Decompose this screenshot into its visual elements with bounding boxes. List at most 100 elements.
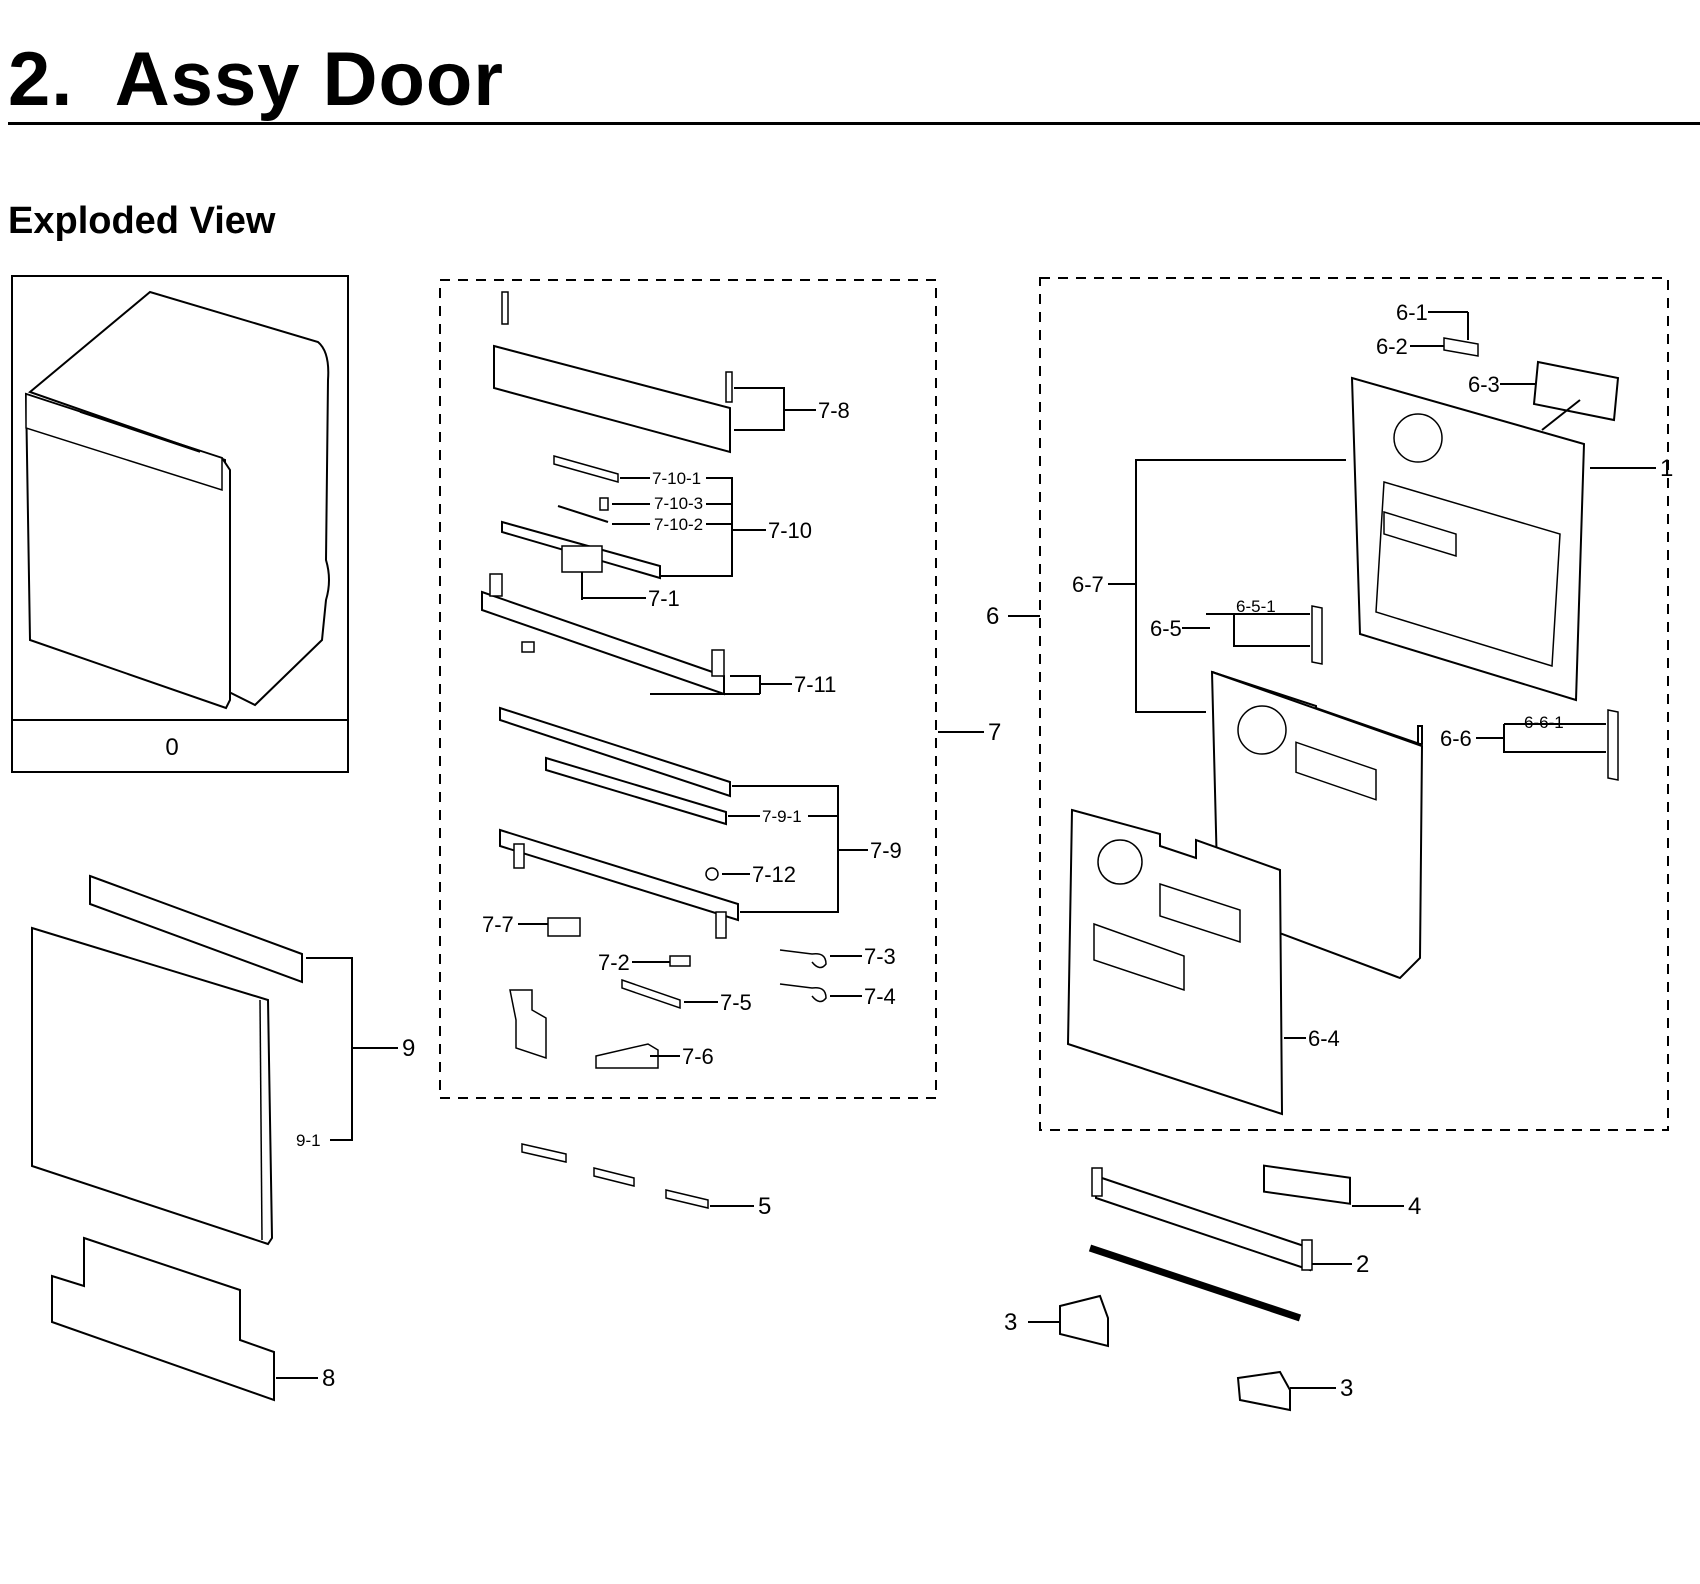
label-3-right: 3 bbox=[1340, 1375, 1353, 1402]
part-7-6 bbox=[595, 1043, 659, 1069]
assembly-frame bbox=[11, 275, 349, 773]
part-7-11-frame bbox=[481, 590, 725, 696]
part-8-insulation bbox=[51, 1236, 275, 1402]
part-7-8-clip-left bbox=[501, 291, 509, 325]
part-6-6-1-hinge bbox=[1607, 709, 1619, 781]
part-6-5-1-hinge bbox=[1311, 605, 1323, 665]
label-0: 0 bbox=[165, 734, 178, 761]
insulation-back-cutout bbox=[1295, 741, 1377, 801]
insulation-cutout-2 bbox=[1093, 922, 1185, 992]
label-3-left: 3 bbox=[1004, 1309, 1017, 1336]
label-4: 4 bbox=[1408, 1193, 1421, 1220]
control-panel-buttons bbox=[79, 411, 201, 453]
part-3-cap-left bbox=[1059, 1294, 1109, 1348]
dishwasher-tub bbox=[28, 290, 330, 707]
label-6-4: 6-4 bbox=[1308, 1026, 1340, 1051]
part-7-1-module bbox=[561, 545, 603, 573]
title-underline bbox=[8, 122, 1700, 125]
door-edge bbox=[259, 999, 263, 1241]
part-7-9-frame-tab bbox=[513, 843, 525, 869]
label-8: 8 bbox=[322, 1365, 335, 1392]
bottom-parts-group: 4 2 3 3 bbox=[1004, 1164, 1421, 1412]
part-7-11-tab-left bbox=[489, 573, 503, 597]
label-6-5: 6-5 bbox=[1150, 616, 1182, 641]
insulation-cutout-1 bbox=[1159, 882, 1241, 944]
part-2-endcap-left bbox=[1091, 1167, 1103, 1197]
label-9-1: 9-1 bbox=[296, 1131, 321, 1150]
part-2-endcap-right bbox=[1301, 1239, 1313, 1271]
part-3-cap-right bbox=[1236, 1370, 1291, 1412]
part-7-9-strip bbox=[499, 706, 731, 798]
leader-6-5-bracket bbox=[1206, 613, 1310, 647]
part-7-8-panel bbox=[493, 344, 731, 454]
dashed-outline-6 bbox=[1039, 277, 1669, 1131]
part-9-handle-trim bbox=[89, 874, 303, 984]
leader-6-7-bracket bbox=[1135, 459, 1346, 713]
part-7-9-frame-tab-right bbox=[715, 911, 727, 939]
part-9-1-outer-door bbox=[31, 926, 274, 1246]
door-panel-group: 9 9-1 8 bbox=[31, 874, 415, 1402]
part-7-10-1 bbox=[553, 455, 619, 483]
label-7-10: 7-10 bbox=[768, 518, 812, 543]
leader-7-11-top bbox=[730, 675, 761, 694]
label-5: 5 bbox=[758, 1193, 771, 1220]
label-6-7: 6-7 bbox=[1072, 572, 1104, 597]
leader-6-6-bracket bbox=[1503, 724, 1606, 753]
leader-7-10-bracket bbox=[660, 477, 733, 577]
label-7-12: 7-12 bbox=[752, 862, 796, 887]
label-9: 9 bbox=[402, 1035, 415, 1062]
label-2: 2 bbox=[1356, 1251, 1369, 1278]
label-7-7: 7-7 bbox=[482, 912, 514, 937]
label-7-11: 7-11 bbox=[794, 672, 836, 697]
part-5-clip-3 bbox=[665, 1189, 709, 1209]
part-7-11-clip bbox=[521, 641, 535, 653]
inner-door-group-6: 6 6-1 6-2 6-3 1 6-7 6-5-1 6-5 bbox=[986, 277, 1673, 1131]
part-7-2 bbox=[669, 955, 691, 967]
dashed-outline-7 bbox=[439, 279, 937, 1099]
label-6-3: 6-3 bbox=[1468, 372, 1500, 397]
label-7-6: 7-6 bbox=[682, 1044, 714, 1069]
dishwasher-control-panel bbox=[25, 392, 223, 492]
page-title: 2. Assy Door bbox=[8, 37, 504, 122]
part-4-trim bbox=[1263, 1164, 1351, 1205]
label-7-4: 7-4 bbox=[864, 984, 896, 1009]
part-7-9-frame bbox=[499, 828, 739, 922]
label-7-9: 7-9 bbox=[870, 838, 902, 863]
label-6: 6 bbox=[986, 603, 999, 630]
part-7-8-clip-right bbox=[725, 371, 733, 403]
part-5-clip-1 bbox=[521, 1143, 567, 1163]
part-gasket bbox=[1088, 1244, 1302, 1322]
label-7-5: 7-5 bbox=[720, 990, 752, 1015]
insulation-back-hole bbox=[1237, 705, 1287, 755]
control-panel-group-7: 7 7-8 7-10-1 7-10-3 7-10-2 7-10 7-1 bbox=[439, 279, 1001, 1099]
label-7-9-1: 7-9-1 bbox=[762, 807, 802, 826]
part-7-10-2 bbox=[557, 505, 609, 523]
label-7-2: 7-2 bbox=[598, 950, 630, 975]
label-7-10-3: 7-10-3 bbox=[654, 494, 703, 513]
liner-hole bbox=[1393, 413, 1443, 463]
detergent-slot bbox=[1383, 510, 1457, 558]
label-7: 7 bbox=[988, 719, 1001, 746]
part-7-12 bbox=[705, 867, 719, 881]
leader-7-9-bracket bbox=[732, 785, 839, 913]
label-7-10-2: 7-10-2 bbox=[654, 515, 703, 534]
label-6-2: 6-2 bbox=[1376, 334, 1408, 359]
leader-7-8-bracket bbox=[734, 387, 785, 431]
label-6-5-1: 6-5-1 bbox=[1236, 597, 1276, 616]
leader-9-1-upper bbox=[306, 957, 353, 1141]
leader-6-3-pointer bbox=[1541, 399, 1581, 431]
part-7-9-1-strip bbox=[545, 756, 727, 826]
part-7-5 bbox=[621, 978, 681, 1010]
label-6-1: 6-1 bbox=[1396, 300, 1428, 325]
label-7-3: 7-3 bbox=[864, 944, 896, 969]
part-7-3 bbox=[779, 949, 827, 969]
label-6-6-1: 6-6-1 bbox=[1524, 713, 1564, 732]
label-7-1: 7-1 bbox=[648, 586, 680, 611]
section-subtitle: Exploded View bbox=[8, 200, 276, 242]
part-5-clip-2 bbox=[593, 1167, 635, 1187]
label-1: 1 bbox=[1660, 455, 1673, 482]
part-7-7 bbox=[547, 917, 581, 937]
part-7-10-3 bbox=[599, 497, 609, 511]
assembled-dishwasher-group: 0 bbox=[11, 275, 349, 773]
